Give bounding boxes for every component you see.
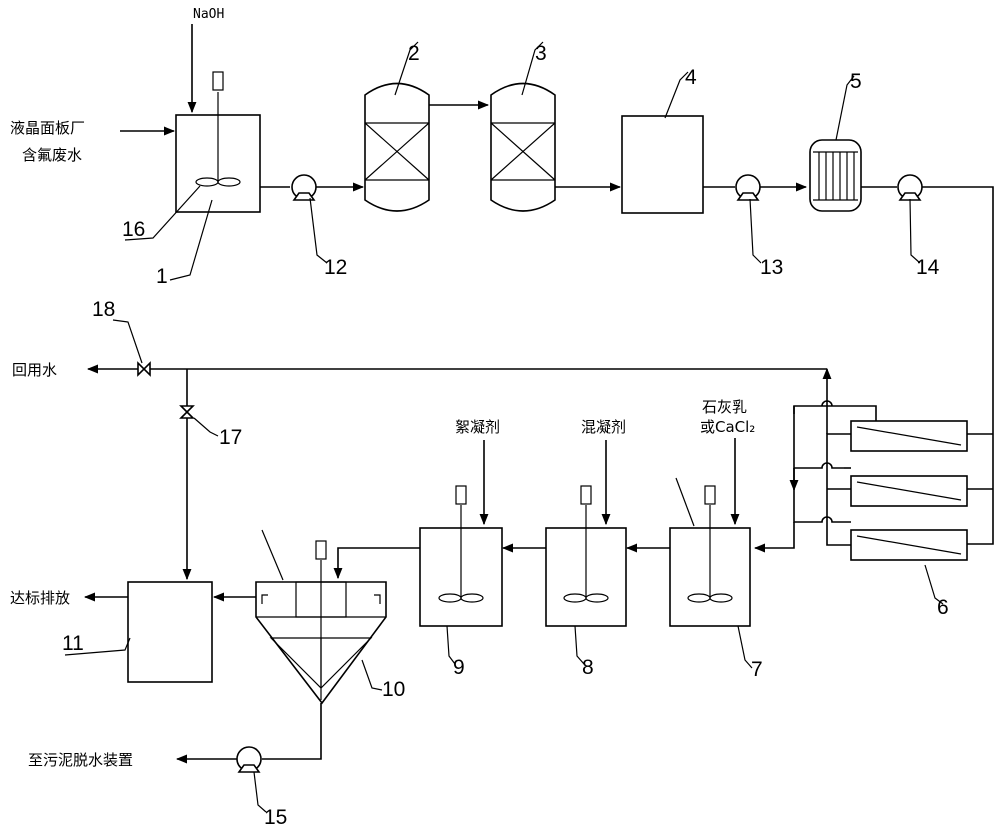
number-6: 6 [937,596,949,619]
pump-14 [897,174,923,201]
leader-11 [64,637,131,656]
number-15: 15 [264,806,287,829]
number-12: 12 [324,256,347,279]
tank-8 [545,485,627,627]
sludge-label: 至污泥脱水装置 [28,751,133,769]
pump-13 [735,174,761,201]
lime-label-1: 石灰乳 [702,398,747,416]
leader-4 [664,71,689,119]
leader-14 [909,198,921,264]
number-4: 4 [685,66,697,89]
leader-5 [835,75,855,141]
leader-18 [112,319,143,364]
number-3: 3 [535,42,547,65]
number-17: 17 [219,426,242,449]
pump-12 [291,174,317,201]
lime-label-2: 或CaCl₂ [700,418,755,436]
inlet-label-1: 液晶面板厂 [10,119,85,137]
number-10: 10 [382,678,405,701]
leader-3 [521,41,544,96]
number-13: 13 [760,256,783,279]
concentrate-to-7 [753,522,795,553]
number-2: 2 [408,42,420,65]
leader-13 [749,198,762,264]
cartridge-filter-5 [809,139,862,212]
clarifier-10 [255,529,387,705]
number-8: 8 [582,656,594,679]
column-2 [364,82,430,212]
number-14: 14 [916,256,940,279]
leader-16 [124,185,201,241]
leader-6 [924,564,944,605]
inlet-label-2: 含氟废水 [22,146,82,164]
membrane-unit-6 [793,400,968,561]
leader-2 [394,41,419,96]
tank-4 [621,115,704,214]
number-16: 16 [122,218,145,241]
pipe-14-to-membranes [922,186,994,545]
leader-17 [193,417,219,437]
leader-15 [253,771,267,813]
valve-18 [137,361,151,377]
reuse-water-label: 回用水 [12,361,57,379]
tank-9 [419,485,503,627]
tank-1 [175,71,261,213]
flocculant-label: 絮凝剂 [455,418,500,436]
discharge-label: 达标排放 [10,589,70,607]
tank-7 [669,477,751,627]
pump-15 [236,746,262,773]
tank-11 [127,581,213,683]
leader-1 [169,199,213,281]
valve-17 [179,405,195,419]
leader-7 [737,625,753,669]
leader-12 [309,197,328,264]
column-3 [490,82,556,212]
leader-9 [446,625,456,665]
number-1: 1 [156,265,168,288]
naoh-label: NaOH [193,7,224,22]
leader-10 [361,659,383,691]
coagulant-label: 混凝剂 [581,418,626,436]
pipe-9-10 [333,547,420,580]
number-11: 11 [62,632,84,655]
sludge-pipe [262,703,322,760]
number-9: 9 [453,656,465,679]
number-18: 18 [92,298,115,321]
leader-8 [574,625,585,665]
number-5: 5 [850,70,862,93]
number-7: 7 [751,658,763,681]
